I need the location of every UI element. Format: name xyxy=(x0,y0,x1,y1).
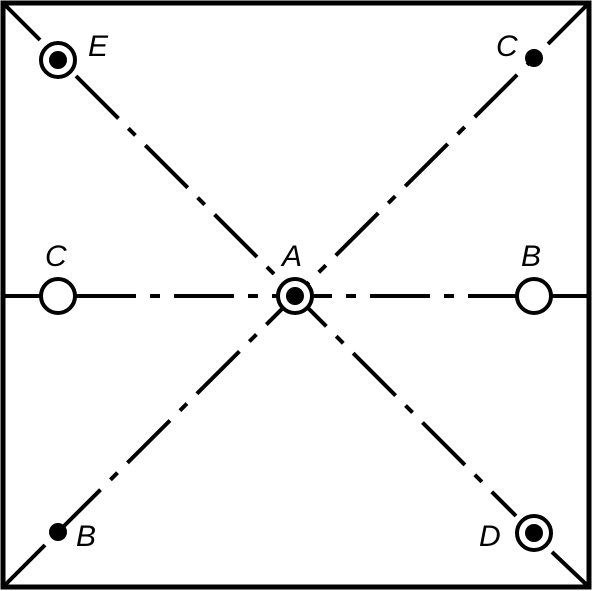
point-c-left-marker xyxy=(39,277,77,315)
point-d-marker xyxy=(515,514,553,552)
label-a: A xyxy=(280,240,302,273)
label-b-bottom-left: B xyxy=(76,520,96,553)
label-e: E xyxy=(88,30,109,63)
point-a-marker xyxy=(276,277,314,315)
point-c-top-right-marker xyxy=(525,49,543,67)
label-c-left: C xyxy=(45,240,67,273)
label-c-top-right: C xyxy=(496,30,518,63)
label-d: D xyxy=(479,520,501,553)
label-b-right: B xyxy=(521,240,541,273)
point-b-bottom-left-marker xyxy=(49,523,67,541)
point-b-right-marker xyxy=(515,277,553,315)
point-e-marker xyxy=(39,41,77,79)
